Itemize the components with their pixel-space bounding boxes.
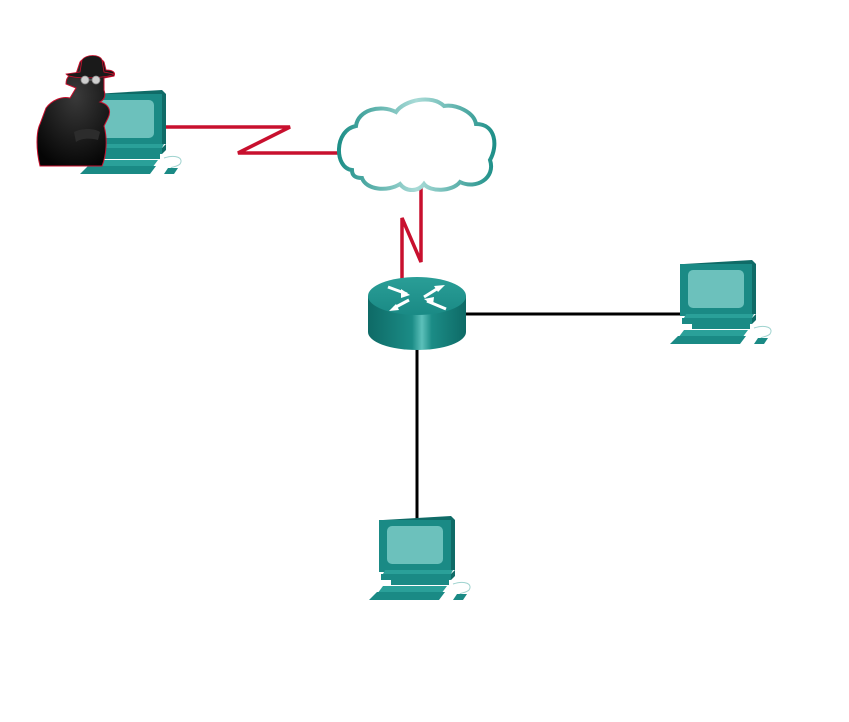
internet-cloud[interactable] bbox=[337, 97, 497, 192]
pc-bottom[interactable] bbox=[368, 515, 471, 601]
cloud-icon bbox=[337, 97, 497, 192]
hacker-icon bbox=[36, 55, 115, 167]
pc-icon bbox=[669, 259, 772, 345]
attacker-workstation[interactable] bbox=[36, 55, 182, 175]
pc-icon bbox=[368, 515, 471, 601]
router-top bbox=[368, 277, 466, 315]
pc-right[interactable] bbox=[669, 259, 772, 345]
serial-link-attacker-to-cloud bbox=[166, 125, 342, 155]
serial-link-cloud-to-router bbox=[400, 188, 423, 280]
router-arrows-icon bbox=[387, 285, 447, 311]
router[interactable] bbox=[368, 277, 466, 350]
